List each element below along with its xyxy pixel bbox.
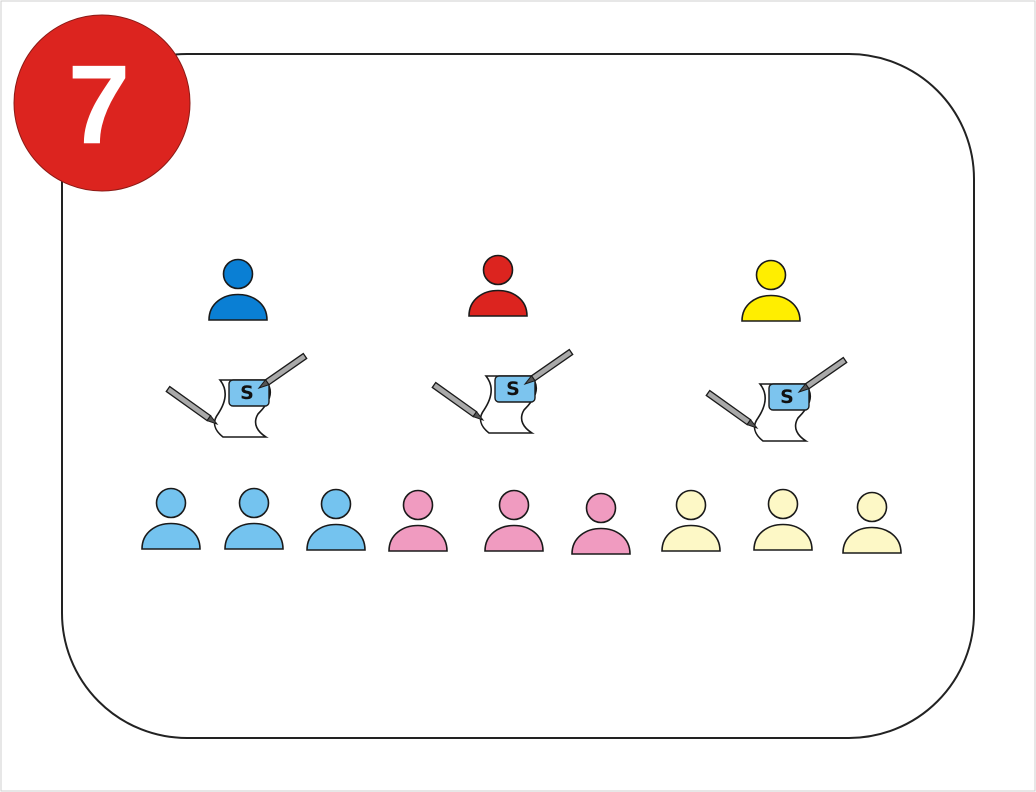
pen-tip [746, 418, 759, 430]
pen-tip [206, 414, 219, 426]
pen-right-icon [523, 348, 574, 385]
document-label [494, 375, 536, 403]
leader-person-icon-1 [208, 258, 268, 321]
pen-right-icon [797, 356, 848, 393]
pen-left-icon [165, 385, 219, 426]
person-head [482, 254, 514, 286]
person-body [224, 522, 284, 550]
member-person-icon-9 [842, 491, 902, 554]
person-body [842, 526, 902, 554]
document-label [768, 383, 810, 411]
member-person-icon-3 [306, 488, 366, 551]
person-head [585, 492, 617, 524]
person-body [468, 289, 528, 317]
pen-left-icon [431, 381, 485, 422]
member-person-icon-6 [571, 492, 631, 555]
step-badge-circle [13, 14, 191, 192]
person-head [755, 259, 787, 291]
person-body [661, 524, 721, 552]
document-label [228, 379, 270, 407]
document-letter: S [780, 386, 794, 408]
document-letter: S [506, 378, 520, 400]
person-head [222, 258, 254, 290]
members-group [141, 487, 902, 555]
member-person-icon-5 [484, 489, 544, 552]
person-head [498, 489, 530, 521]
leader-person-icon-2 [468, 254, 528, 317]
signing-document-3: S [705, 356, 848, 442]
leader-person-icon-3 [741, 259, 801, 322]
person-body [306, 523, 366, 551]
member-person-icon-1 [141, 487, 201, 550]
person-head [675, 489, 707, 521]
person-head [320, 488, 352, 520]
member-person-icon-7 [661, 489, 721, 552]
person-body [741, 294, 801, 322]
person-body [388, 524, 448, 552]
leaders-group [208, 254, 801, 322]
member-person-icon-8 [753, 488, 813, 551]
person-body [208, 293, 268, 321]
pen-tip [797, 382, 810, 393]
signing-document-2: S [431, 348, 574, 434]
person-body [141, 522, 201, 550]
pen-right-icon [257, 352, 308, 389]
pen-tip [472, 410, 485, 422]
document-letter: S [240, 382, 254, 404]
signing-document-1: S [165, 352, 308, 438]
step-badge: 7 [13, 14, 191, 192]
person-head [767, 488, 799, 520]
person-head [402, 489, 434, 521]
step-number: 7 [68, 42, 130, 167]
pen-tip [257, 378, 270, 389]
pen-left-icon [705, 389, 759, 430]
person-head [155, 487, 187, 519]
person-body [753, 523, 813, 551]
pen-tip [523, 374, 536, 385]
person-head [856, 491, 888, 523]
member-person-icon-4 [388, 489, 448, 552]
person-head [238, 487, 270, 519]
person-body [484, 524, 544, 552]
member-person-icon-2 [224, 487, 284, 550]
person-body [571, 527, 631, 555]
